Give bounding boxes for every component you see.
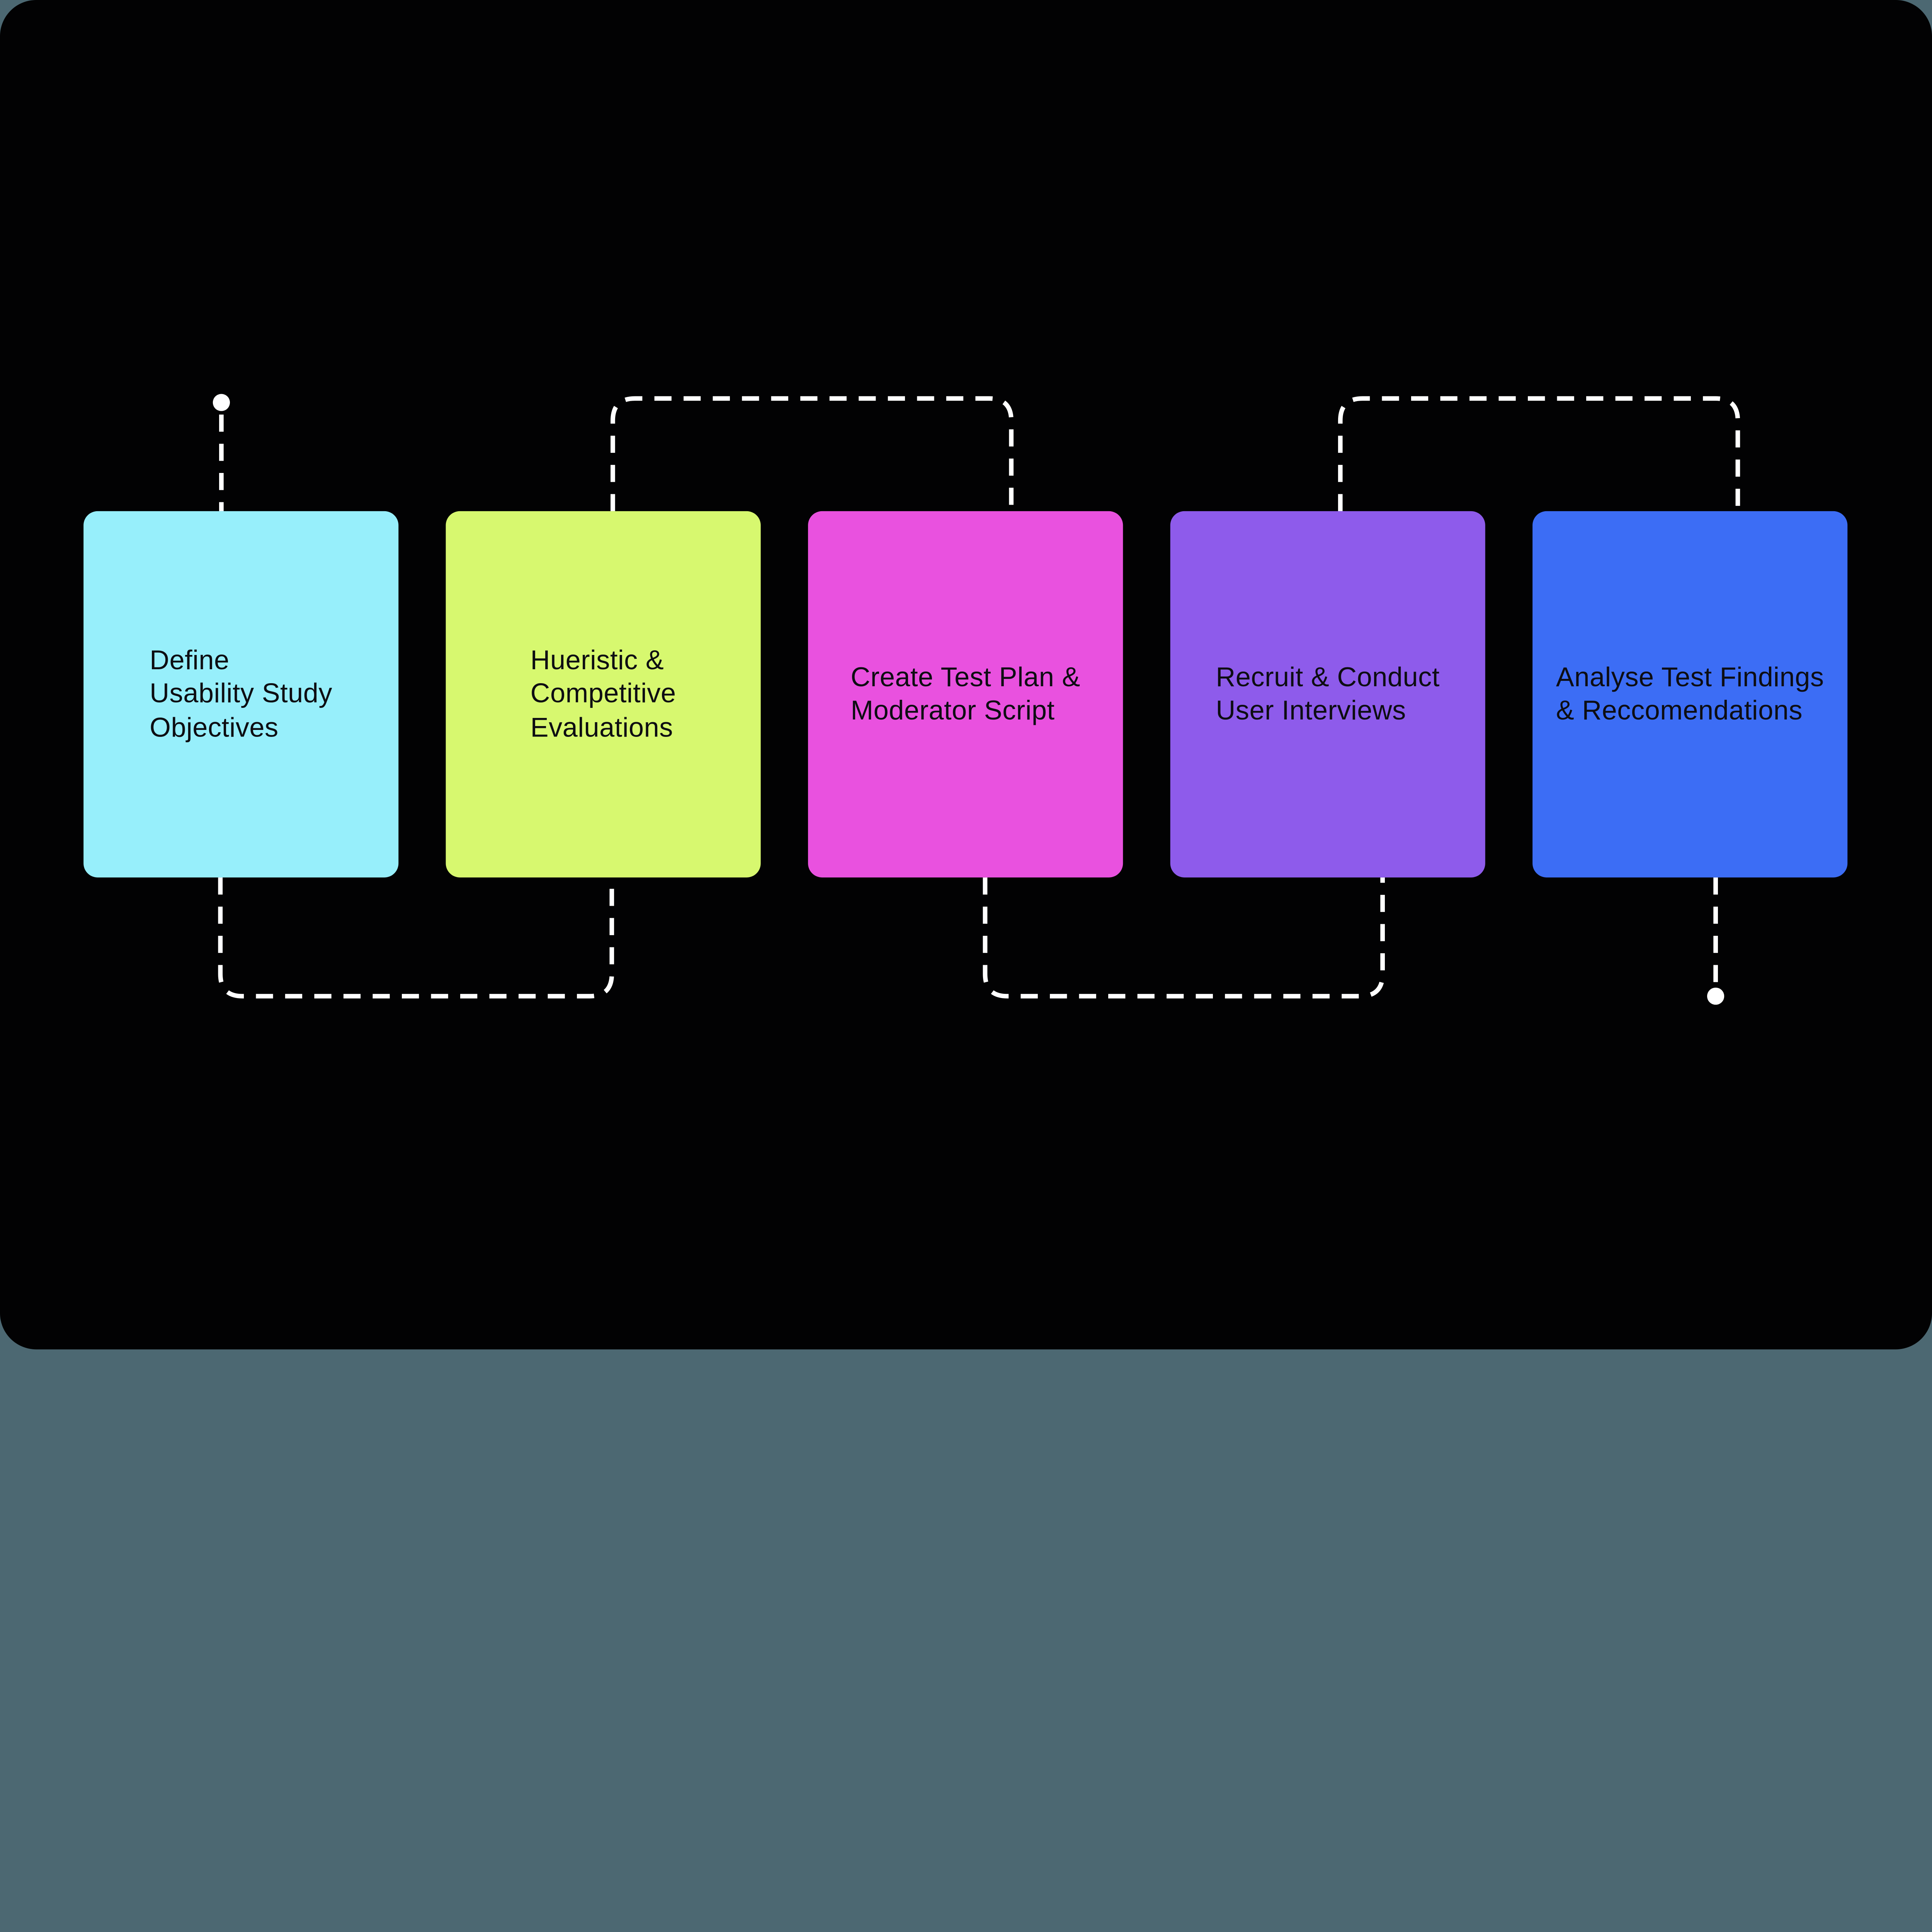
card-label: Hueristic & Competitive Evaluations	[530, 645, 676, 742]
connector-card3-card4	[983, 877, 1385, 998]
connector-card4-card5	[1338, 396, 1740, 511]
card-define-usability-objectives[interactable]: Define Usability Study Objectives	[83, 511, 399, 878]
connector-card1-card2	[218, 877, 614, 998]
card-label: Recruit & Conduct User Interviews	[1216, 662, 1440, 726]
card-create-test-plan[interactable]: Create Test Plan & Moderator Script	[808, 511, 1123, 878]
flow-end-dot	[1707, 987, 1725, 1005]
card-recruit-conduct-interviews[interactable]: Recruit & Conduct User Interviews	[1170, 511, 1485, 878]
card-label: Create Test Plan & Moderator Script	[850, 662, 1080, 726]
flow-start-dot	[213, 394, 230, 411]
card-label: Define Usability Study Objectives	[150, 645, 333, 742]
connector-card2-card3	[611, 396, 1014, 511]
connector-layer	[213, 394, 1740, 1005]
card-analyse-findings-recommendations[interactable]: Analyse Test Findings & Reccomendations	[1532, 511, 1848, 878]
card-label: Analyse Test Findings & Reccomendations	[1556, 662, 1824, 726]
card-heuristic-competitive-evaluations[interactable]: Hueristic & Competitive Evaluations	[446, 511, 761, 878]
whiteboard-stage: Define Usability Study Objectives Hueris…	[0, 0, 1932, 1350]
